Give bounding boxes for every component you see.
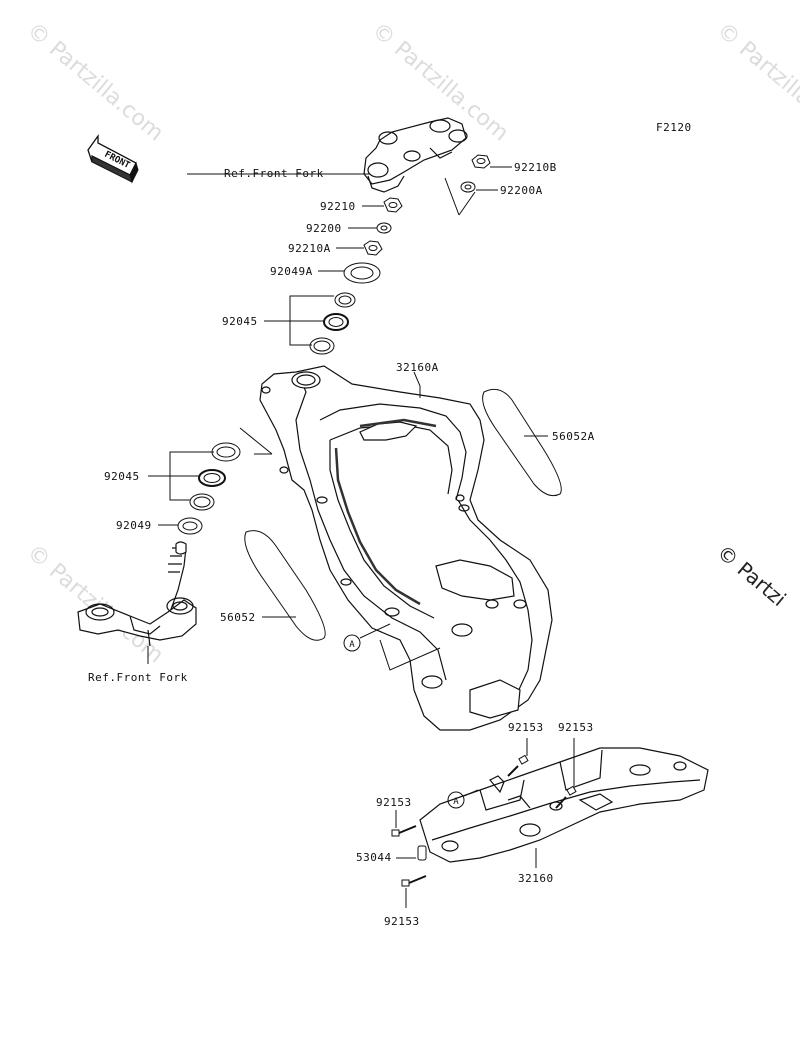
label-56052: 56052 — [220, 611, 256, 624]
callout-a-frame — [343, 634, 361, 652]
label-92153: 92153 — [508, 721, 544, 734]
bolt-92153 — [555, 785, 577, 809]
label-92200A: 92200A — [500, 184, 543, 197]
label-32160A: 32160A — [396, 361, 439, 374]
main-frame-32160A — [259, 365, 553, 731]
frame-pad-56052 — [244, 530, 326, 641]
label-92045-lower: 92045 — [104, 470, 140, 483]
label-92210A: 92210A — [288, 242, 331, 255]
frame-pad-56052A — [482, 388, 562, 497]
sub-frame-32160 — [419, 747, 709, 863]
label-92153: 92153 — [558, 721, 594, 734]
label-92045-top: 92045 — [222, 315, 258, 328]
front-arrow-icon — [87, 133, 139, 184]
bolt-92153 — [507, 754, 529, 777]
label-92153: 92153 — [384, 915, 420, 928]
label-92049A: 92049A — [270, 265, 313, 278]
label-53044: 53044 — [356, 851, 392, 864]
label-ref-front-fork-top: Ref.Front Fork — [224, 167, 324, 180]
callout-a-subframe — [447, 791, 465, 809]
callout-letter: A — [453, 797, 459, 807]
lower-triple-clamp — [77, 541, 197, 647]
label-32160: 32160 — [518, 872, 554, 885]
label-92210B: 92210B — [514, 161, 557, 174]
diagram-code: F2120 — [656, 121, 692, 134]
bolt-92153 — [401, 875, 427, 887]
nut-92210B — [471, 154, 491, 169]
label-92210: 92210 — [320, 200, 356, 213]
upper-triple-clamp — [363, 117, 468, 193]
label-56052A: 56052A — [552, 430, 595, 443]
pin-53044 — [417, 845, 427, 861]
label-92153: 92153 — [376, 796, 412, 809]
label-ref-front-fork-bottom: Ref.Front Fork — [88, 671, 188, 684]
bolt-92153 — [391, 825, 417, 837]
label-92049: 92049 — [116, 519, 152, 532]
label-92200: 92200 — [306, 222, 342, 235]
callout-letter: A — [349, 640, 355, 650]
